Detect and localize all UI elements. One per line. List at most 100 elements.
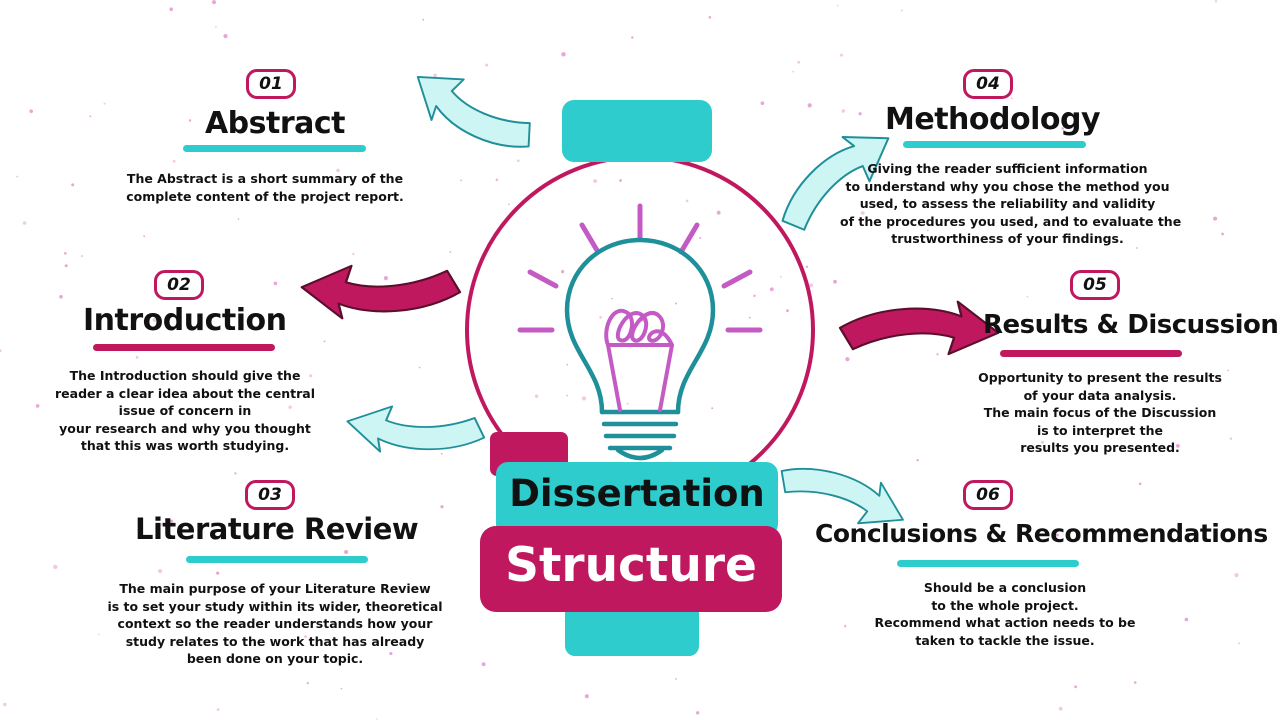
- background-dot: [449, 251, 452, 253]
- background-dot: [64, 264, 68, 268]
- background-dot: [748, 316, 751, 319]
- background-dot: [383, 276, 388, 281]
- center-title-bottom: Structure: [505, 538, 757, 593]
- background-dot: [485, 63, 489, 67]
- background-dot: [323, 340, 326, 343]
- background-dot: [599, 316, 602, 319]
- background-dot: [626, 402, 629, 405]
- section-03-description: The main purpose of your Literature Revi…: [107, 581, 443, 666]
- background-dot: [440, 453, 443, 455]
- background-dot: [517, 159, 520, 162]
- background-dot: [1138, 482, 1142, 486]
- section-04-title: Methodology: [885, 102, 1101, 137]
- background-dot: [0, 349, 2, 353]
- background-dot: [566, 363, 569, 366]
- background-dot: [1026, 295, 1029, 298]
- background-dot: [561, 52, 566, 57]
- background-dot: [760, 101, 765, 105]
- background-dot: [584, 694, 589, 699]
- background-dot: [1229, 437, 1233, 440]
- background-dot: [900, 9, 903, 12]
- background-dot: [216, 571, 220, 575]
- background-dot: [675, 302, 677, 305]
- section-05-description: Opportunity to present the results of yo…: [978, 370, 1222, 455]
- background-dot: [288, 405, 292, 409]
- background-dot: [16, 175, 19, 178]
- background-dot: [273, 281, 278, 286]
- background-dot: [833, 279, 837, 284]
- background-dot: [3, 702, 7, 707]
- section-01-description: The Abstract is a short summary of the c…: [126, 171, 404, 204]
- background-dot: [716, 210, 721, 215]
- section-05-badge: 05: [1070, 270, 1120, 300]
- background-dot: [212, 0, 216, 5]
- background-dot: [22, 221, 27, 225]
- section-05-title: Results & Discussion: [983, 310, 1279, 340]
- background-dot: [1221, 232, 1224, 236]
- background-dot: [1133, 681, 1137, 684]
- background-dot: [160, 522, 165, 527]
- section-04-underline: [903, 141, 1086, 148]
- bottom-teal-tab: [565, 600, 699, 656]
- background-dot: [1238, 642, 1241, 645]
- background-dot: [593, 179, 597, 183]
- background-dot: [797, 60, 801, 64]
- background-dot: [1234, 573, 1239, 578]
- background-dot: [352, 252, 355, 256]
- section-04-badge: 04: [963, 69, 1013, 99]
- dissertation-box: [496, 462, 778, 536]
- background-dot: [344, 550, 349, 554]
- background-dot: [619, 179, 622, 182]
- section-06-description: Should be a conclusion to the whole proj…: [874, 580, 1136, 648]
- background-dot: [398, 586, 402, 590]
- background-dot: [936, 353, 939, 356]
- background-dot: [581, 396, 587, 401]
- background-dot: [433, 73, 437, 78]
- background-dot: [216, 708, 220, 711]
- background-dot: [215, 26, 217, 28]
- background-dot: [103, 102, 106, 105]
- section-04-description: Giving the reader sufficient information…: [840, 161, 1182, 246]
- center-title-top: Dissertation: [509, 472, 765, 515]
- background-dot: [71, 183, 75, 187]
- background-dot: [786, 309, 789, 313]
- background-dot: [1074, 685, 1077, 689]
- background-dot: [237, 218, 240, 220]
- lightbulb-icon: [517, 203, 763, 461]
- background-dot: [1135, 246, 1139, 250]
- background-dot: [1040, 440, 1045, 444]
- arrow-to-results-icon: [838, 300, 1000, 356]
- section-03-badge: 03: [245, 480, 295, 510]
- background-dot: [566, 394, 568, 397]
- section-05-underline: [1000, 350, 1182, 357]
- background-dot: [769, 287, 774, 292]
- background-dot: [753, 294, 756, 297]
- background-dot: [1184, 617, 1189, 622]
- background-dot: [135, 356, 139, 359]
- background-dot: [306, 682, 309, 685]
- background-dot: [1084, 539, 1088, 543]
- background-dot: [255, 378, 258, 382]
- background-dot: [708, 15, 712, 19]
- background-dot: [845, 357, 850, 362]
- background-dot: [696, 711, 700, 715]
- background-dot: [188, 119, 192, 122]
- background-dot: [1010, 97, 1013, 100]
- background-dot: [675, 678, 677, 680]
- background-dots: [0, 0, 1241, 720]
- background-dot: [805, 265, 809, 268]
- background-dot: [1067, 536, 1071, 540]
- background-dot: [1176, 444, 1180, 448]
- section-02-title: Introduction: [83, 303, 287, 338]
- background-dot: [841, 109, 845, 113]
- background-dot: [460, 179, 463, 182]
- background-dot: [1143, 408, 1146, 411]
- section-03-underline: [186, 556, 368, 563]
- background-dot: [234, 472, 237, 475]
- background-dot: [1213, 216, 1218, 221]
- background-dot: [685, 199, 689, 203]
- background-dot: [631, 36, 634, 39]
- background-dot: [1214, 0, 1218, 3]
- background-dot: [59, 295, 63, 299]
